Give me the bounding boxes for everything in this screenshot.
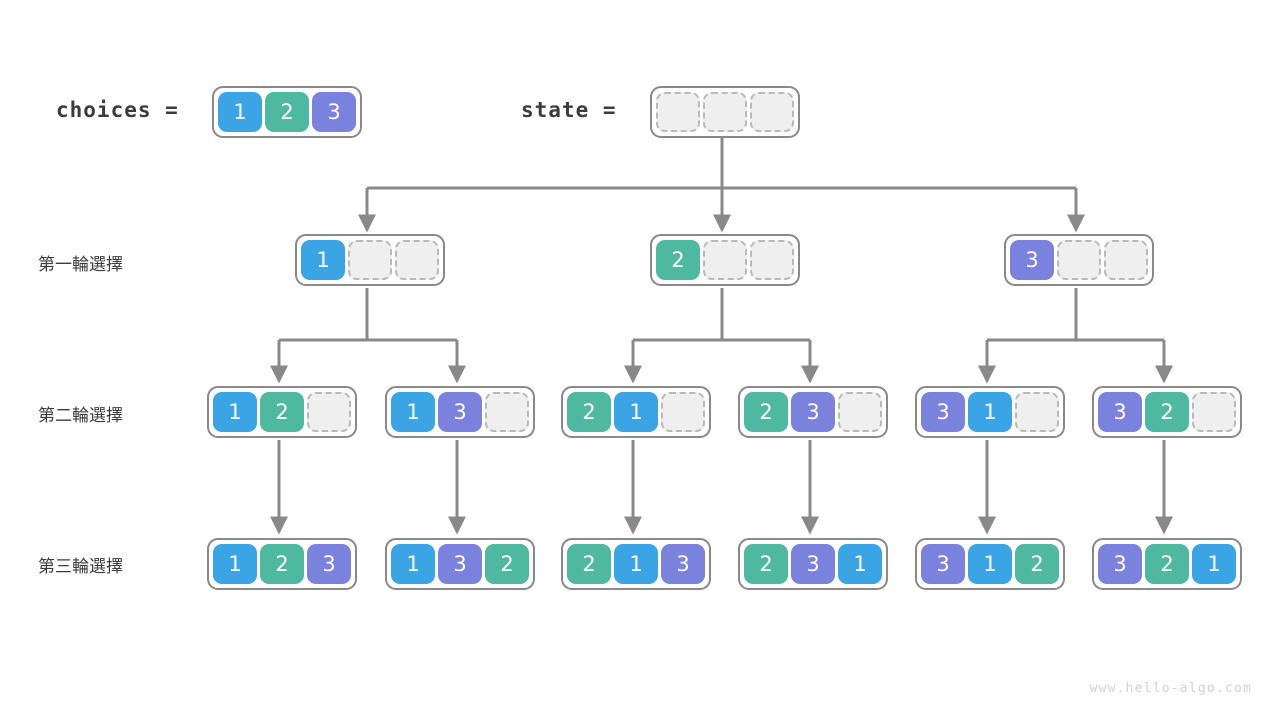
tree-node-l2-5-cell-2: 1 xyxy=(968,392,1012,432)
tree-node-l3-2-cell-2: 3 xyxy=(438,544,482,584)
tree-node-l2-2-empty-cell-3 xyxy=(485,392,529,432)
tree-node-l2-6-cell-2: 2 xyxy=(1145,392,1189,432)
tree-node-l1-3-empty-cell-3 xyxy=(1104,240,1148,280)
tree-node-l3-3-cell-1: 2 xyxy=(567,544,611,584)
tree-node-l3-4-cell-2: 3 xyxy=(791,544,835,584)
tree-node-l3-5-cell-2: 1 xyxy=(968,544,1012,584)
state-label: state = xyxy=(521,98,617,122)
tree-node-l1-2[interactable]: 2 xyxy=(650,234,800,286)
tree-node-l2-6-cell-1: 3 xyxy=(1098,392,1142,432)
row-label-round-1: 第一輪選擇 xyxy=(38,255,123,275)
state-array xyxy=(650,86,800,138)
tree-node-l1-1[interactable]: 1 xyxy=(295,234,445,286)
tree-node-l3-5-cell-3: 2 xyxy=(1015,544,1059,584)
tree-node-l3-6-cell-2: 2 xyxy=(1145,544,1189,584)
tree-node-l1-1-empty-cell-3 xyxy=(395,240,439,280)
state-empty-cell-2 xyxy=(703,92,747,132)
tree-node-l2-1-empty-cell-3 xyxy=(307,392,351,432)
tree-node-l1-3-empty-cell-2 xyxy=(1057,240,1101,280)
tree-node-l3-1-cell-3: 3 xyxy=(307,544,351,584)
tree-node-l1-2-cell-1: 2 xyxy=(656,240,700,280)
tree-node-l3-1-cell-1: 1 xyxy=(213,544,257,584)
tree-node-l3-2-cell-1: 1 xyxy=(391,544,435,584)
tree-node-l1-3-cell-1: 3 xyxy=(1010,240,1054,280)
tree-node-l3-6-cell-1: 3 xyxy=(1098,544,1142,584)
tree-node-l1-1-cell-1: 1 xyxy=(301,240,345,280)
tree-node-l2-5-cell-1: 3 xyxy=(921,392,965,432)
state-empty-cell-3 xyxy=(750,92,794,132)
watermark: www.hello-algo.com xyxy=(1089,681,1252,696)
tree-node-l2-4-cell-1: 2 xyxy=(744,392,788,432)
tree-node-l2-4-cell-2: 3 xyxy=(791,392,835,432)
tree-node-l1-1-empty-cell-2 xyxy=(348,240,392,280)
tree-node-l1-2-empty-cell-2 xyxy=(703,240,747,280)
state-empty-cell-1 xyxy=(656,92,700,132)
row-label-round-2: 第二輪選擇 xyxy=(38,406,123,426)
choices-cell-1: 1 xyxy=(218,92,262,132)
tree-node-l3-5-cell-1: 3 xyxy=(921,544,965,584)
tree-node-l3-4-cell-1: 2 xyxy=(744,544,788,584)
tree-node-l2-3-empty-cell-3 xyxy=(661,392,705,432)
choices-cell-2: 2 xyxy=(265,92,309,132)
choices-label: choices = xyxy=(56,98,179,122)
tree-node-l3-6-cell-3: 1 xyxy=(1192,544,1236,584)
tree-node-l2-2-cell-2: 3 xyxy=(438,392,482,432)
tree-node-l2-3-cell-2: 1 xyxy=(614,392,658,432)
tree-node-l3-3-cell-2: 1 xyxy=(614,544,658,584)
tree-node-l2-6-empty-cell-3 xyxy=(1192,392,1236,432)
choices-cell-3: 3 xyxy=(312,92,356,132)
tree-node-l1-3[interactable]: 3 xyxy=(1004,234,1154,286)
tree-node-l2-2-cell-1: 1 xyxy=(391,392,435,432)
tree-node-l1-2-empty-cell-3 xyxy=(750,240,794,280)
tree-node-l3-2-cell-3: 2 xyxy=(485,544,529,584)
tree-node-l2-4-empty-cell-3 xyxy=(838,392,882,432)
tree-node-l2-1-cell-2: 2 xyxy=(260,392,304,432)
tree-node-l3-4-cell-3: 1 xyxy=(838,544,882,584)
tree-node-l2-1-cell-1: 1 xyxy=(213,392,257,432)
tree-node-l2-5-empty-cell-3 xyxy=(1015,392,1059,432)
tree-node-l2-3-cell-1: 2 xyxy=(567,392,611,432)
tree-node-l3-1-cell-2: 2 xyxy=(260,544,304,584)
tree-node-l3-3-cell-3: 3 xyxy=(661,544,705,584)
row-label-round-3: 第三輪選擇 xyxy=(38,557,123,577)
